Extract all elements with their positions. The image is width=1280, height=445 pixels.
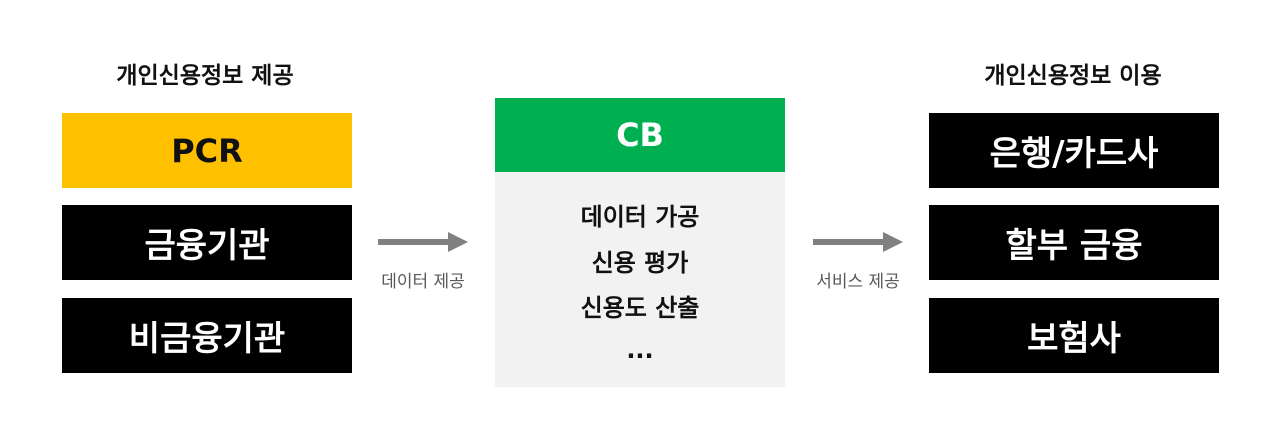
data-provision-label: 데이터 제공 — [381, 272, 465, 292]
service-provision-arrow — [813, 232, 903, 252]
cb-item-credit-evaluation: 신용 평가 — [591, 249, 689, 277]
data-provision-arrow — [378, 232, 468, 252]
cb-header: CB — [495, 98, 785, 172]
cb-item-credit-score: 신용도 산출 — [580, 294, 700, 322]
insurance-company-box: 보험사 — [929, 298, 1219, 373]
cb-body: 데이터 가공 신용 평가 신용도 산출 ... — [495, 172, 785, 387]
installment-finance-box: 할부 금융 — [929, 205, 1219, 280]
pcr-box: PCR — [62, 113, 352, 188]
cb-item-data-processing: 데이터 가공 — [580, 203, 700, 231]
non-financial-institution-box: 비금융기관 — [62, 298, 352, 373]
service-provision-label: 서비스 제공 — [816, 272, 900, 292]
financial-institution-box: 금융기관 — [62, 205, 352, 280]
user-column-title: 개인신용정보 이용 — [984, 63, 1162, 89]
cb-item-more: ... — [626, 336, 654, 364]
bank-card-company-box: 은행/카드사 — [929, 113, 1219, 188]
provider-column-title: 개인신용정보 제공 — [116, 63, 294, 89]
